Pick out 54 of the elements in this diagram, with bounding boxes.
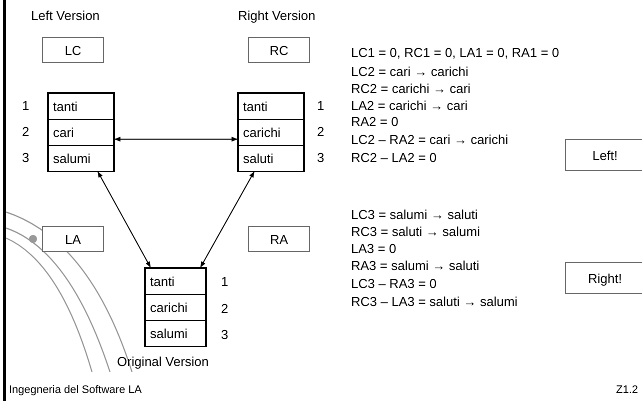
text-label: 3 [22,150,30,165]
label-box [565,262,642,294]
table-row: carichi [239,120,303,146]
version-caption: Original Version [117,354,209,369]
table-row: salumi [146,321,205,347]
text-label: 2 [22,124,30,139]
box-text: Right! [588,270,622,286]
text-label: LA2 = carichi → cari [351,98,468,113]
label-box [565,139,642,171]
text-label: RC3 – LA3 = saluti → salumi [351,294,518,309]
version-caption: Left Version [31,8,100,23]
line-table [237,92,305,172]
footer-text: Z1.2 [616,384,638,396]
table-row: carichi [146,295,205,321]
label-box [42,226,104,252]
version-caption: Right Version [238,8,316,23]
text-label: LC3 = salumi → saluti [351,207,478,222]
text-label: RC2 = carichi → cari [351,81,471,96]
text-label: LA3 = 0 [351,241,396,256]
text-label: RC2 – LA2 = 0 [351,150,437,165]
text-label: 2 [317,124,324,139]
text-label: LC2 = cari → carichi [351,64,468,79]
box-text: Left! [592,148,618,162]
table-row: cari [49,120,113,146]
text-label: RC3 = saluti → salumi [351,224,480,239]
text-label: LC1 = 0, RC1 = 0, LA1 = 0, RA1 = 0 [351,45,560,60]
line-table [144,267,207,347]
text-label: 1 [22,98,30,113]
text-label: RA2 = 0 [351,114,398,129]
table-row: tanti [239,94,303,120]
table-row: tanti [146,269,205,295]
arrow [114,136,238,142]
text-label: 2 [221,301,228,316]
table-row: saluti [239,146,303,172]
label-box [42,37,104,63]
text-label: 3 [221,327,228,342]
box-text: RC [270,42,288,58]
box-text: LA [65,232,81,246]
arrow [200,171,254,268]
table-row: tanti [49,94,113,120]
text-label: LC2 – RA2 = cari → carichi [351,132,508,147]
text-label: 3 [317,150,324,165]
text-label: LC3 – RA3 = 0 [351,276,437,291]
text-label: 1 [221,274,228,289]
box-text: LC [64,42,82,58]
footer-text: Ingegneria del Software LA [9,384,142,396]
line-table [47,92,115,172]
label-box [248,37,310,63]
text-label: RA3 = salumi → saluti [351,258,480,273]
table-row: salumi [49,146,113,172]
box-text: RA [270,232,288,246]
arrow [98,171,151,268]
label-box [248,226,310,252]
text-label: 1 [317,98,324,113]
